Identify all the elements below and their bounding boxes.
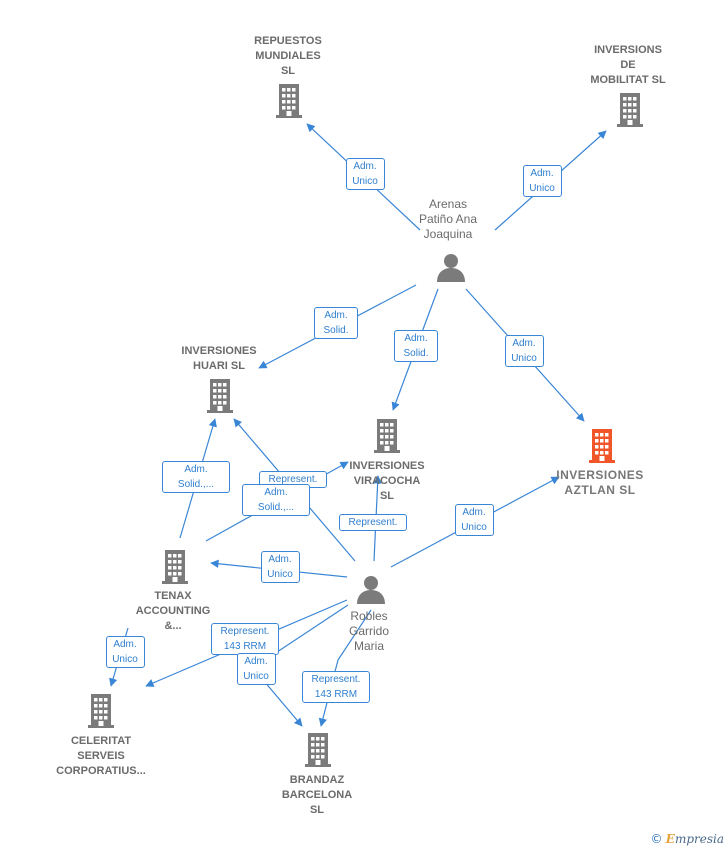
- edge-label-tenax-huari[interactable]: Adm. Solid.,...: [162, 461, 230, 493]
- node-label-viracocha[interactable]: INVERSIONES VIRACOCHA SL: [349, 460, 425, 502]
- edge-label-robles-viracocha[interactable]: Represent.: [339, 513, 407, 531]
- edge-label-arenas-mobilitat[interactable]: Adm. Unico: [522, 165, 562, 197]
- node-label-mobilitat[interactable]: INVERSIONS DE MOBILITAT SL: [590, 44, 666, 86]
- copyright-brand[interactable]: © Empresia: [650, 832, 724, 846]
- edge-label-arenas-repuestos[interactable]: Adm. Unico: [345, 158, 385, 190]
- copyright-symbol: ©: [650, 832, 663, 846]
- brand-logo-text: mpresia: [674, 832, 724, 846]
- node-label-brandaz[interactable]: BRANDAZ BARCELONA SL: [281, 774, 353, 816]
- building-icon-mobilitat[interactable]: [617, 93, 643, 132]
- brand-logo-initial: E: [665, 832, 675, 846]
- node-label-arenas[interactable]: Arenas Patiño Ana Joaquina: [418, 197, 478, 241]
- node-label-huari[interactable]: INVERSIONES HUARI SL: [181, 345, 257, 372]
- person-icon-robles[interactable]: [356, 574, 386, 609]
- node-label-tenax[interactable]: TENAX ACCOUNTING &...: [135, 590, 211, 632]
- edge-line-robles-brandaz: [318, 609, 372, 727]
- edge-label-robles-aztlan[interactable]: Adm. Unico: [454, 504, 494, 536]
- edge-label-tenax-viracocha[interactable]: Adm. Solid.,...: [242, 484, 310, 516]
- edge-label-tenax-celeritat[interactable]: Adm. Unico: [105, 636, 145, 668]
- edge-label-robles-tenax[interactable]: Adm. Unico: [260, 551, 300, 583]
- edge-label-arenas-aztlan[interactable]: Adm. Unico: [504, 335, 544, 367]
- edge-label-robles-brandaz[interactable]: Represent. 143 RRM: [302, 671, 370, 703]
- building-icon-repuestos[interactable]: [276, 84, 302, 123]
- building-icon-tenax[interactable]: [162, 550, 188, 589]
- node-label-aztlan[interactable]: INVERSIONES AZTLAN SL: [556, 468, 644, 497]
- node-label-celeritat[interactable]: CELERITAT SERVEIS CORPORATIUS...: [56, 735, 146, 777]
- building-icon-viracocha[interactable]: [374, 419, 400, 458]
- node-label-repuestos[interactable]: REPUESTOS MUNDIALES SL: [254, 35, 322, 77]
- edge-label-arenas-viracocha[interactable]: Adm. Solid.: [393, 330, 439, 362]
- node-label-robles[interactable]: Robles Garrido Maria: [348, 609, 389, 653]
- person-icon-arenas[interactable]: [436, 252, 466, 287]
- building-icon-aztlan[interactable]: [589, 429, 615, 468]
- edge-label-robles-brandaz[interactable]: Adm. Unico: [236, 653, 276, 685]
- edge-label-robles-celeritat[interactable]: Represent. 143 RRM: [211, 623, 279, 655]
- building-icon-huari[interactable]: [207, 379, 233, 418]
- building-icon-celeritat[interactable]: [88, 694, 114, 733]
- building-icon-brandaz[interactable]: [305, 733, 331, 772]
- edge-label-arenas-huari[interactable]: Adm. Solid.: [313, 307, 359, 339]
